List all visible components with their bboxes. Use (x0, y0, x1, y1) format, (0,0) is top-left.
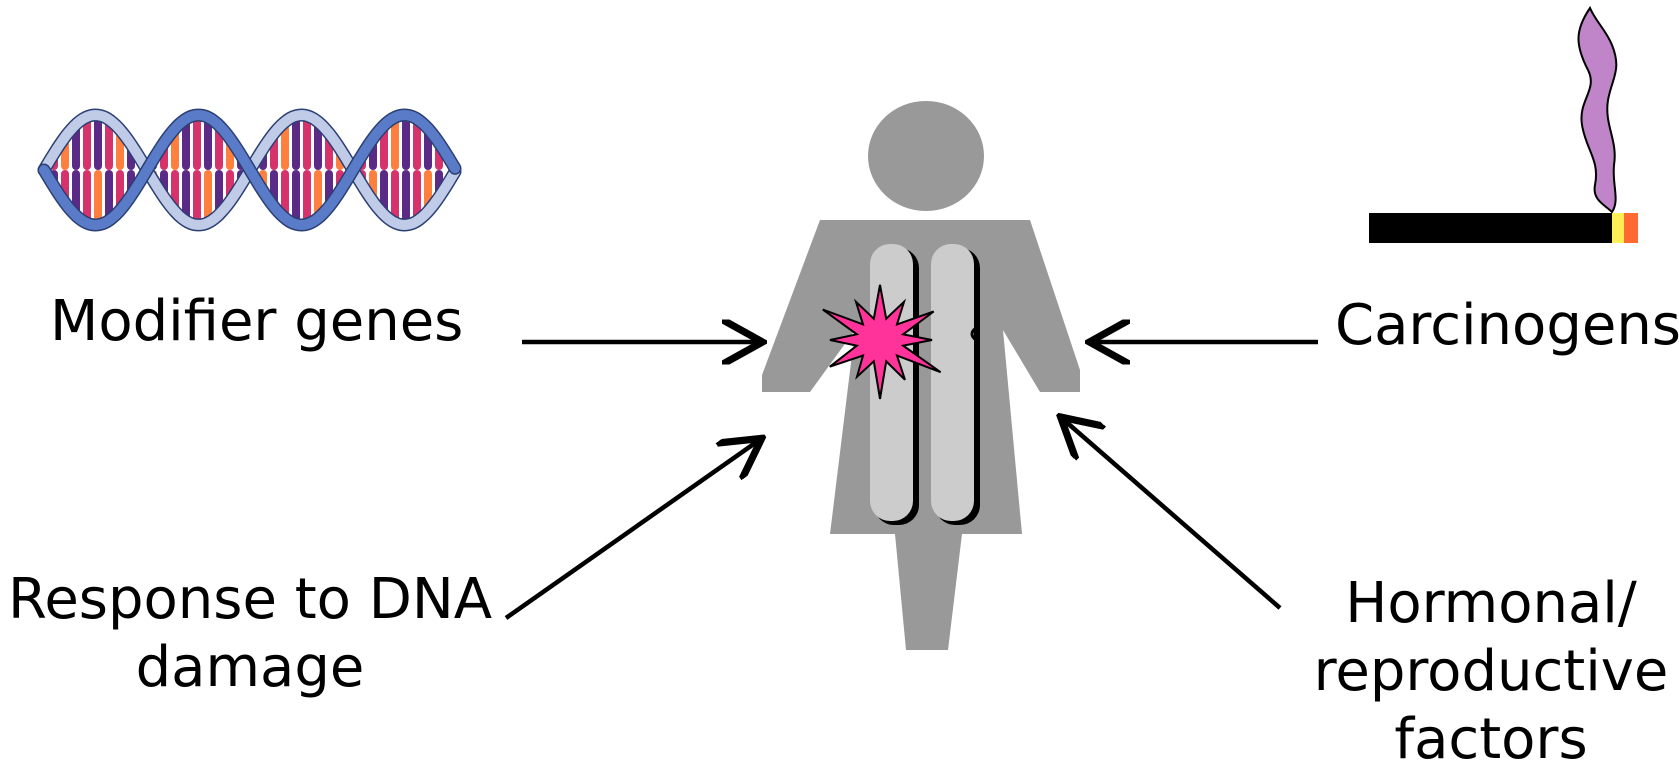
cigarette-icon (1369, 8, 1638, 243)
label-response-line-1: Response to DNA (0, 566, 500, 634)
dna-double-helix-icon (44, 115, 455, 225)
label-modifier-genes-text: Modifier genes (50, 288, 470, 356)
label-modifier-genes: Modifier genes (50, 288, 470, 356)
cigarette-ash (1612, 213, 1624, 243)
label-hormonal-reproductive-factors: Hormonal/ reproductive factors (1306, 570, 1676, 774)
arrow-response-to-dna-damage (506, 441, 758, 618)
dna-base (402, 115, 410, 170)
chromosome-right (931, 244, 974, 521)
cigarette-ember (1624, 213, 1638, 243)
dna-base (193, 170, 201, 225)
figure-body (762, 220, 1080, 650)
label-carcinogens: Carcinogens (1335, 292, 1679, 360)
figure-head (868, 101, 984, 211)
dna-base (94, 170, 102, 225)
cigarette-body (1369, 213, 1612, 243)
smoke-icon (1578, 8, 1616, 212)
woman-figure-icon (762, 101, 1080, 650)
label-carcinogens-text: Carcinogens (1335, 292, 1679, 360)
arrow-hormonal-reproductive (1064, 420, 1280, 608)
label-hormonal-line-3: factors (1306, 706, 1676, 774)
dna-base (94, 115, 102, 170)
label-response-to-dna-damage: Response to DNA damage (0, 566, 500, 702)
label-response-line-2: damage (0, 634, 500, 702)
dna-base (193, 115, 201, 170)
label-hormonal-line-1: Hormonal/ (1306, 570, 1676, 638)
dna-base (402, 170, 410, 225)
label-hormonal-line-2: reproductive (1306, 638, 1676, 706)
